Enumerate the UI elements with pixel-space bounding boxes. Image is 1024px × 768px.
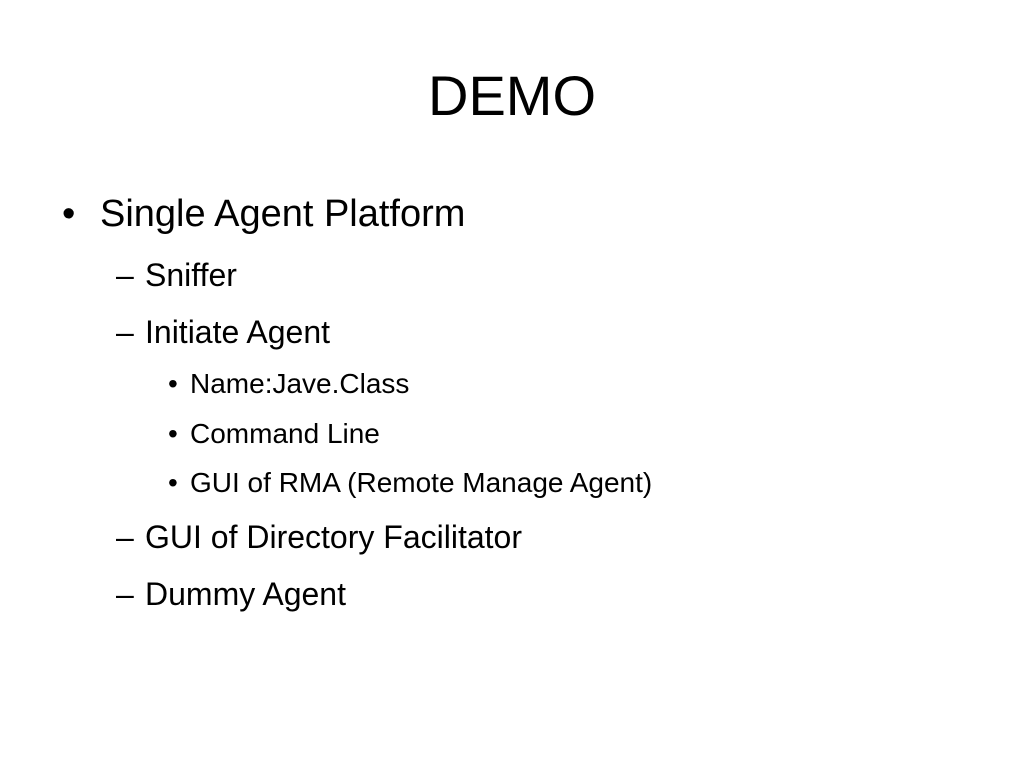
bullet-marker: • — [168, 418, 178, 449]
sub-item-level2: – Dummy Agent — [116, 575, 476, 613]
dash-marker: – — [116, 576, 134, 612]
sub-sub-item-text: Command Line — [190, 418, 380, 449]
bullet-marker: • — [62, 193, 76, 235]
bullet-marker: • — [168, 467, 178, 498]
bullet-marker: • — [168, 368, 178, 399]
sub-sub-item-text: GUI of RMA (Remote Manage Agent) — [190, 467, 653, 498]
sub-sub-item-level3: • Command Line — [168, 418, 488, 450]
sub-sub-item-level3: • GUI of RMA (Remote Manage Agent) — [168, 467, 788, 499]
bullet-item-level1: • Single Agent Platform — [62, 192, 562, 236]
slide-title: DEMO — [428, 64, 596, 127]
sub-item-level2: – GUI of Directory Facilitator — [116, 518, 656, 556]
dash-marker: – — [116, 314, 134, 350]
sub-item-level2: – Sniffer — [116, 256, 416, 294]
sub-sub-item-text: Name:Jave.Class — [190, 368, 410, 399]
dash-marker: – — [116, 519, 134, 555]
sub-item-text: Sniffer — [145, 257, 237, 293]
dash-marker: – — [116, 257, 134, 293]
sub-sub-item-level3: • Name:Jave.Class — [168, 368, 488, 400]
sub-item-text: Initiate Agent — [145, 314, 331, 350]
sub-item-level2: – Initiate Agent — [116, 313, 416, 351]
bullet-text: Single Agent Platform — [100, 193, 466, 235]
sub-item-text: Dummy Agent — [145, 576, 346, 612]
sub-item-text: GUI of Directory Facilitator — [145, 519, 522, 555]
